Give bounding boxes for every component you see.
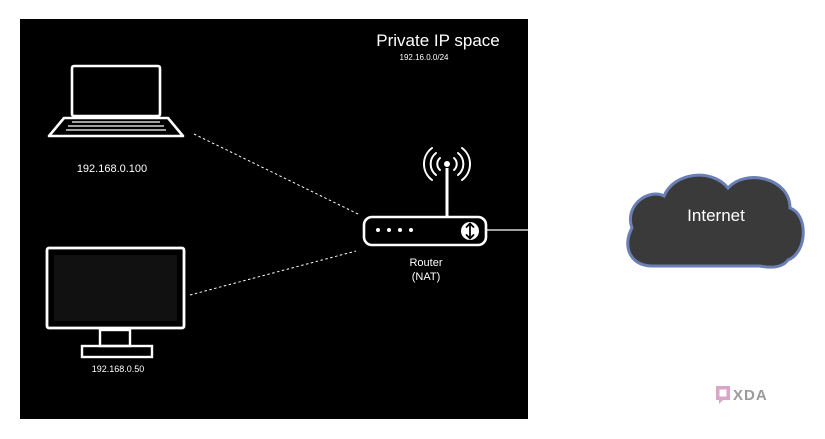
private-ip-space-title: Private IP space <box>376 31 499 50</box>
wifi-signal-icon <box>423 147 471 181</box>
router-nat-label: (NAT) <box>412 271 441 283</box>
monitor-ip-label: 192.168.0.50 <box>92 364 145 374</box>
laptop-icon <box>47 64 185 138</box>
subnet-label: 192.16.0.0/24 <box>400 53 449 62</box>
laptop-ip-label: 192.168.0.100 <box>77 163 147 175</box>
internet-label: Internet <box>687 206 745 225</box>
laptop-router-connection <box>193 133 359 215</box>
monitor-router-connection <box>189 250 357 296</box>
router-icon <box>362 215 488 247</box>
internet-cloud-icon <box>626 173 805 269</box>
up-down-arrow-icon <box>465 222 475 240</box>
xda-logo: XDA <box>716 386 768 404</box>
monitor-icon <box>45 246 186 359</box>
router-label: Router <box>409 257 442 269</box>
xda-logo-text: XDA <box>733 387 768 404</box>
